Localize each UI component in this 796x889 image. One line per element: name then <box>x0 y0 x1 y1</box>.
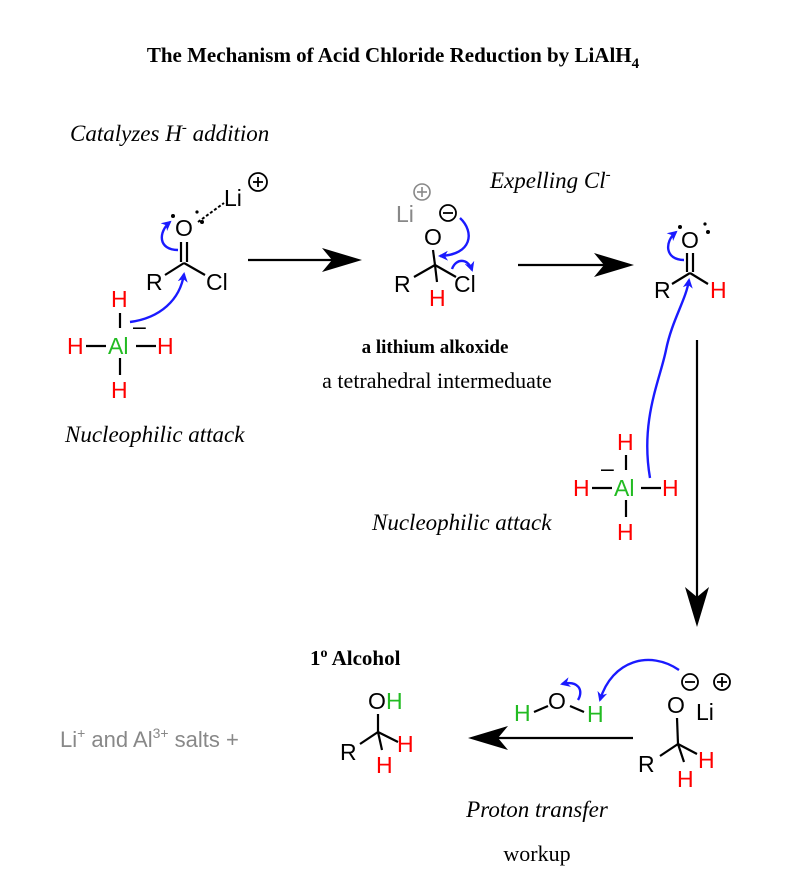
atom-h: H <box>662 475 679 501</box>
atom-h: H <box>698 747 715 773</box>
atom-al: Al <box>108 333 128 359</box>
aldehyde-molecule: O R H <box>654 222 727 303</box>
electron-arrow-icon <box>560 677 582 701</box>
atom-h: H <box>157 333 174 359</box>
hydride-lialh4-1: H Al – H H H <box>67 272 188 403</box>
reaction-arrow-4 <box>468 726 633 750</box>
atom-h: H <box>617 429 634 455</box>
atom-h: H <box>67 333 84 359</box>
caption-catalyzes: Catalyzes H- addition <box>70 120 269 146</box>
atom-r: R <box>654 277 671 303</box>
atom-h: H <box>376 752 393 778</box>
atom-h: H <box>429 285 446 311</box>
atom-r: R <box>340 739 357 765</box>
atom-li: Li <box>396 201 414 227</box>
atom-o: O <box>368 688 386 714</box>
label-salts: Li+ and Al3+ salts + <box>60 725 239 752</box>
atom-o: O <box>681 227 699 253</box>
reaction-arrow-2 <box>518 253 634 277</box>
atom-li: Li <box>696 699 714 725</box>
atom-h: H <box>573 475 590 501</box>
atom-cl: Cl <box>206 269 228 295</box>
electron-arrow-icon <box>597 658 680 702</box>
atom-h: H <box>587 701 604 727</box>
water-molecule: H O H <box>514 658 680 727</box>
atom-h: H <box>617 519 634 545</box>
label-primary-alcohol: 1o Alcohol <box>310 646 401 670</box>
electron-arrow-icon <box>450 259 475 272</box>
atom-o: O <box>175 215 193 241</box>
label-lithium-alkoxide: a lithium alkoxide <box>362 337 509 358</box>
atom-o: O <box>424 224 442 250</box>
atom-h: H <box>111 377 128 403</box>
atom-cl: Cl <box>454 271 476 297</box>
atom-r: R <box>146 269 163 295</box>
atom-li: Li <box>224 185 242 211</box>
tetrahedral-intermediate: Li O R Cl H <box>394 183 476 311</box>
electron-arrow-icon <box>129 272 188 324</box>
negative-charge: – <box>601 455 614 481</box>
negative-charge: – <box>133 313 146 339</box>
reaction-arrow-3 <box>685 340 709 627</box>
caption-proton-transfer: Proton transfer <box>465 797 609 822</box>
atom-h: H <box>514 700 531 726</box>
atom-h: H <box>386 688 403 714</box>
atom-h: H <box>397 731 414 757</box>
electron-arrow-icon <box>160 220 179 252</box>
positive-charge-icon <box>713 673 731 691</box>
caption-nucleophilic-attack-2: Nucleophilic attack <box>371 510 552 535</box>
electron-arrow-icon <box>666 230 685 262</box>
electron-arrow-icon <box>646 278 693 479</box>
caption-expelling: Expelling Cl- <box>489 167 611 193</box>
hydride-lialh4-2: H Al – H H H <box>573 278 693 545</box>
reaction-arrow-1 <box>248 248 362 272</box>
positive-charge-icon <box>413 183 431 201</box>
positive-charge-icon <box>248 172 268 192</box>
negative-charge-icon <box>681 673 699 691</box>
page-title: The Mechanism of Acid Chloride Reduction… <box>147 43 640 72</box>
negative-charge-icon <box>439 204 457 222</box>
label-tetrahedral-intermediate: a tetrahedral intermeduate <box>322 368 552 393</box>
atom-r: R <box>638 751 655 777</box>
atom-h: H <box>677 766 694 792</box>
electron-arrow-icon <box>438 217 470 261</box>
primary-alcohol-molecule: O H R H H <box>340 688 414 778</box>
atom-o: O <box>548 688 566 714</box>
atom-h: H <box>710 277 727 303</box>
acid-chloride-molecule: O R Cl Li <box>146 172 268 295</box>
atom-h: H <box>111 286 128 312</box>
atom-r: R <box>394 271 411 297</box>
caption-nucleophilic-attack-1: Nucleophilic attack <box>64 422 245 447</box>
atom-o: O <box>667 692 685 718</box>
lithium-alkoxide-molecule: O Li R H H <box>638 673 731 792</box>
caption-workup: workup <box>503 841 570 866</box>
atom-al: Al <box>614 475 634 501</box>
